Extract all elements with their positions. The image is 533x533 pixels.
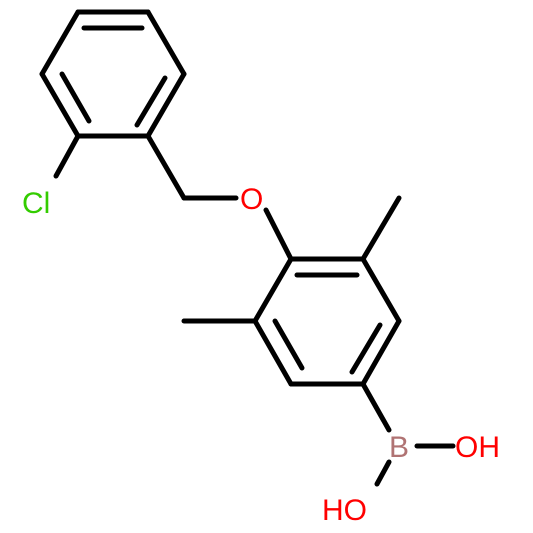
bond [145,9,187,77]
bond [145,71,187,139]
bond [252,318,294,387]
chlorobenzene-ring [39,9,187,139]
dimethylphenyl-ring [252,256,402,387]
bond [39,9,81,77]
bond-ring-ch2 [145,133,187,201]
bond [360,256,402,324]
hydroxyl-label-lower: HO [322,494,367,527]
chlorine-label: Cl [22,187,50,220]
double-bond-inner [134,75,168,128]
hydroxyl-label-right: OH [455,431,500,464]
bond-methyl-top [360,195,402,262]
bond-c-cl [53,133,81,179]
double-bond-inner [272,318,305,371]
bond [39,71,81,139]
bond-b-oh [374,459,392,487]
bond-o-ring [263,207,294,262]
ether-oxygen-label: O [240,183,263,216]
bond-c-b [360,381,392,433]
bond [360,318,402,387]
bond [252,256,294,324]
double-bond-inner [59,71,92,124]
double-bond-inner [349,322,383,375]
boron-label: B [389,431,409,464]
